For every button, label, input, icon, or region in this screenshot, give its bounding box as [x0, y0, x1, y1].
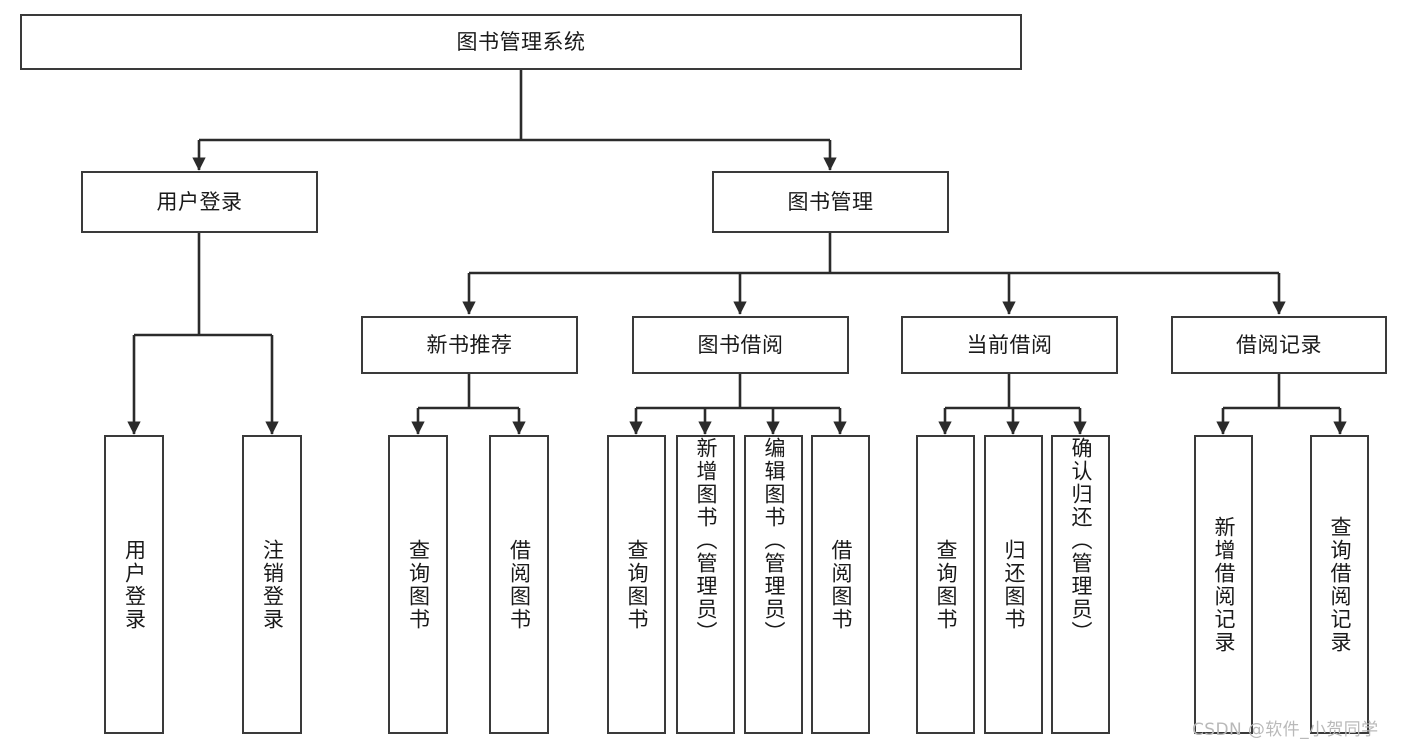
node-current-borrow[interactable]: 当前借阅 [901, 316, 1118, 374]
node-label: 查询图书 [934, 538, 958, 631]
node-label: 编辑图书（管理员） [762, 437, 786, 644]
leaf-new-book-borrow-book[interactable]: 借阅图书 [489, 435, 549, 734]
leaf-current-borrow-return-book[interactable]: 归还图书 [984, 435, 1043, 734]
node-label: 查询借阅记录 [1328, 515, 1352, 654]
node-label: 图书管理 [787, 189, 874, 214]
leaf-borrow-record-add-record[interactable]: 新增借阅记录 [1194, 435, 1253, 734]
node-label: 确认归还（管理员） [1069, 437, 1093, 644]
node-label: 查询图书 [406, 538, 431, 631]
node-label: 图书管理系统 [456, 29, 586, 54]
node-label: 新增借阅记录 [1212, 515, 1236, 654]
node-label: 归还图书 [1002, 538, 1026, 631]
node-label: 查询图书 [625, 538, 649, 631]
node-label: 注销登录 [260, 538, 285, 631]
watermark-csdn: CSDN @软件_小贺同学 [1192, 720, 1379, 740]
leaf-current-borrow-confirm-return-admin[interactable]: 确认归还（管理员） [1051, 435, 1110, 734]
node-book-borrow[interactable]: 图书借阅 [632, 316, 849, 374]
leaf-book-borrow-add-book-admin[interactable]: 新增图书（管理员） [676, 435, 735, 734]
node-label: 新增图书（管理员） [694, 437, 718, 644]
node-label: 借阅记录 [1236, 332, 1322, 357]
leaf-book-borrow-borrow-book[interactable]: 借阅图书 [811, 435, 870, 734]
node-root-book-management-system[interactable]: 图书管理系统 [20, 14, 1022, 70]
node-label: 用户登录 [156, 189, 243, 214]
node-label: 借阅图书 [829, 538, 853, 631]
leaf-borrow-record-query-record[interactable]: 查询借阅记录 [1310, 435, 1369, 734]
node-label: 用户登录 [122, 538, 147, 631]
node-label: 借阅图书 [507, 538, 532, 631]
node-label: 当前借阅 [966, 332, 1053, 357]
node-borrow-record[interactable]: 借阅记录 [1171, 316, 1387, 374]
leaf-user-login-login[interactable]: 用户登录 [104, 435, 164, 734]
node-label: 新书推荐 [426, 332, 513, 357]
node-label: 图书借阅 [697, 332, 784, 357]
leaf-current-borrow-query-book[interactable]: 查询图书 [916, 435, 975, 734]
leaf-user-login-logout[interactable]: 注销登录 [242, 435, 302, 734]
leaf-book-borrow-query-book[interactable]: 查询图书 [607, 435, 666, 734]
leaf-new-book-query-book[interactable]: 查询图书 [388, 435, 448, 734]
node-user-login[interactable]: 用户登录 [81, 171, 318, 233]
node-new-book-recommend[interactable]: 新书推荐 [361, 316, 578, 374]
leaf-book-borrow-edit-book-admin[interactable]: 编辑图书（管理员） [744, 435, 803, 734]
node-book-management[interactable]: 图书管理 [712, 171, 949, 233]
